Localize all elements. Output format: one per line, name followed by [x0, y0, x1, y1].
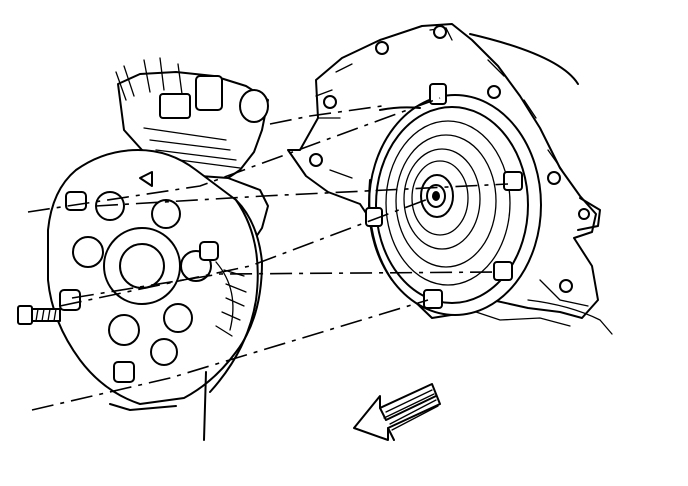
torque-converter — [365, 83, 542, 316]
front-direction-arrow-icon — [353, 383, 441, 441]
alignment-lines — [27, 97, 509, 411]
flexplate-bolt — [17, 305, 61, 325]
